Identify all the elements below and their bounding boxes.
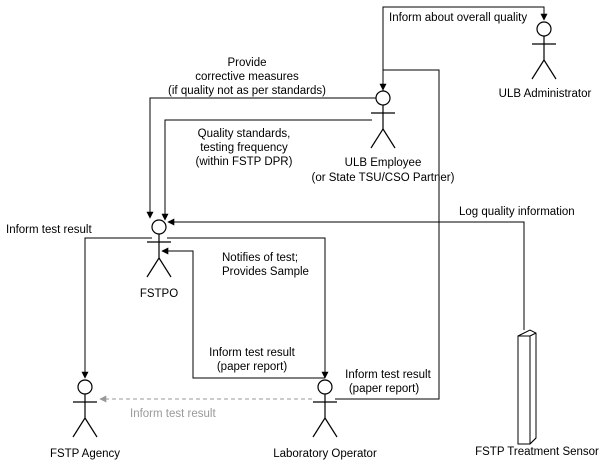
edge-corrective-measures [146,97,376,219]
label-fstp-treatment-sensor: FSTP Treatment Sensor [475,446,599,458]
actor-ulb-administrator [531,21,557,80]
edge-inform-test-result [81,237,152,379]
actor-laboratory-operator [312,379,338,438]
label-notifies-1: Notifies of test; [222,252,298,264]
label-ulb-employee-1: ULB Employee [345,157,422,169]
sensor-pillar [517,329,537,445]
label-inform-test-result: Inform test result [6,224,92,236]
actor-ulb-employee [370,90,396,149]
edge-log-quality [167,218,525,330]
label-corrective-1: Provide [228,57,267,69]
edge-paper-report-inner [161,247,325,379]
label-paper-inner-1: Inform test result [209,347,295,359]
label-log-quality: Log quality information [459,206,575,218]
label-paper-inner-2: (paper report) [217,361,287,373]
actor-fstp-agency [72,379,98,438]
label-fstp-agency: FSTP Agency [50,448,120,460]
label-standards-2: testing frequency [200,142,288,154]
label-fstpo: FSTPO [140,288,178,300]
edge-inform-overall-quality [382,6,548,91]
label-laboratory-operator: Laboratory Operator [273,448,377,460]
label-standards-3: (within FSTP DPR) [196,156,293,168]
label-paper-outer-2: (paper report) [349,383,419,395]
edge-paper-report-outer [335,69,440,400]
actor-fstpo [146,219,172,278]
edge-notifies-of-test [167,237,329,379]
label-standards-1: Quality standards, [198,128,291,140]
edge-quality-standards [161,119,372,221]
label-paper-outer-1: Inform test result [345,369,431,381]
label-ulb-administrator: ULB Administrator [499,88,592,100]
label-dashed-inform-test-result: Inform test result [130,408,216,420]
label-corrective-2: corrective measures [195,71,299,83]
label-notifies-2: Provides Sample [222,266,309,278]
label-corrective-3: (if quality not as per standards) [168,85,326,97]
label-inform-overall-quality: Inform about overall quality [389,12,527,24]
label-ulb-employee-2: (or State TSU/CSO Partner) [312,172,455,184]
